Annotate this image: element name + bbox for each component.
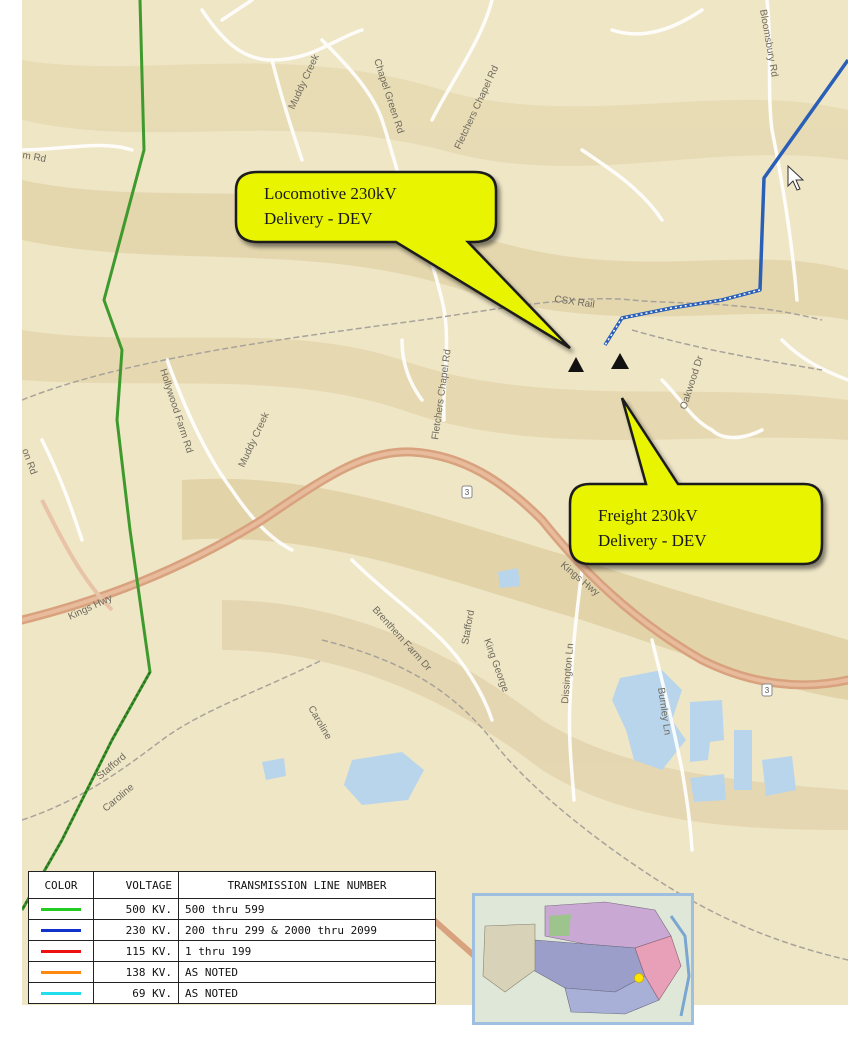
legend-swatch-69kv <box>41 992 81 995</box>
legend-voltage: 230 KV. <box>93 919 179 941</box>
legend-swatch-cell <box>28 898 94 920</box>
callout-locomotive-line1: Locomotive 230kV <box>264 184 397 203</box>
kings-highway-centerline <box>22 449 848 687</box>
legend-header-color: COLOR <box>28 871 94 899</box>
inset-region-east <box>634 935 682 1001</box>
legend-row: 69 KV. AS NOTED <box>28 982 436 1004</box>
route-shield-3-lower: 3 <box>761 683 773 697</box>
legend-voltage: 138 KV. <box>93 961 179 983</box>
legend-line-numbers: AS NOTED <box>178 982 436 1004</box>
legend-swatch-cell <box>28 982 94 1004</box>
inset-map-graphic <box>475 896 691 1022</box>
callout-freight-line2: Delivery - DEV <box>598 531 707 550</box>
label-dissington-ln: Dissington Ln <box>560 643 576 704</box>
svg-text:3: 3 <box>765 686 770 695</box>
legend-voltage: 500 KV. <box>93 898 179 920</box>
transmission-line-500kv <box>22 0 152 911</box>
legend-swatch-cell <box>28 940 94 962</box>
legend-voltage: 115 KV. <box>93 940 179 962</box>
inset-coast <box>669 915 691 1017</box>
legend-swatch-500kv <box>41 908 81 911</box>
legend-header-voltage: VOLTAGE <box>93 871 179 899</box>
local-roads <box>22 0 848 852</box>
water-bodies <box>262 212 796 805</box>
legend-swatch-138kv <box>41 971 81 974</box>
inset-location-dot <box>634 973 644 983</box>
inset-locator-map[interactable] <box>472 893 694 1025</box>
substation-triangle-icon[interactable] <box>568 357 584 372</box>
legend-header-line-number: TRANSMISSION LINE NUMBER <box>178 871 436 899</box>
legend-swatch-230kv <box>41 929 81 932</box>
label-m-rd: m Rd <box>22 150 47 165</box>
legend-row: 230 KV. 200 thru 299 & 2000 thru 2099 <box>28 919 436 941</box>
legend-row: 500 KV. 500 thru 599 <box>28 898 436 920</box>
inset-region-west <box>482 923 536 993</box>
callout-locomotive-line2: Delivery - DEV <box>264 209 373 228</box>
legend-voltage: 69 KV. <box>93 982 179 1004</box>
callout-freight <box>568 397 824 566</box>
cursor-arrow-icon <box>787 164 805 191</box>
substation-triangle-icon[interactable] <box>611 353 629 369</box>
legend-line-numbers: 200 thru 299 & 2000 thru 2099 <box>178 919 436 941</box>
svg-text:3: 3 <box>465 488 470 497</box>
legend-header-row: COLOR VOLTAGE TRANSMISSION LINE NUMBER <box>28 871 436 899</box>
legend-swatch-115kv <box>41 950 81 953</box>
callout-freight-line1: Freight 230kV <box>598 506 698 525</box>
voltage-legend: COLOR VOLTAGE TRANSMISSION LINE NUMBER 5… <box>28 871 436 1004</box>
legend-row: 115 KV. 1 thru 199 <box>28 940 436 962</box>
legend-row: 138 KV. AS NOTED <box>28 961 436 983</box>
transmission-line-230kv-dotted <box>604 289 761 346</box>
legend-swatch-cell <box>28 919 94 941</box>
legend-swatch-cell <box>28 961 94 983</box>
legend-line-numbers: 1 thru 199 <box>178 940 436 962</box>
legend-line-numbers: AS NOTED <box>178 961 436 983</box>
legend-line-numbers: 500 thru 599 <box>178 898 436 920</box>
map-canvas[interactable]: 3 3 Chapel Green Rd Fletchers Chapel Rd … <box>22 0 848 1005</box>
route-shield-3-upper: 3 <box>461 485 473 499</box>
callout-locomotive <box>234 170 571 350</box>
side-highway <box>40 499 114 612</box>
inset-region-green <box>549 914 571 936</box>
